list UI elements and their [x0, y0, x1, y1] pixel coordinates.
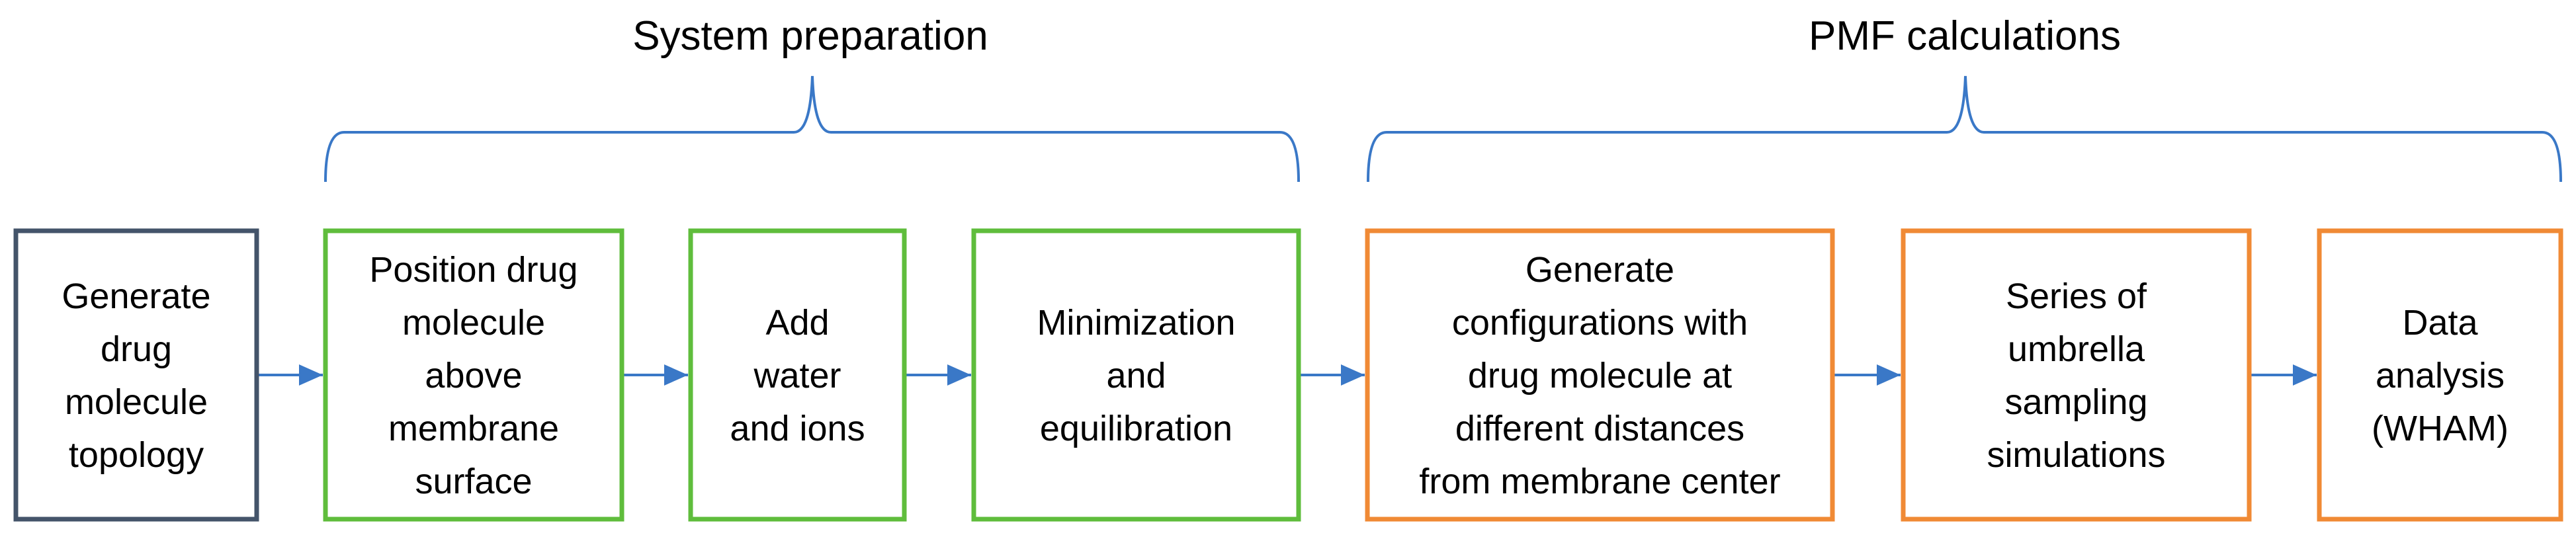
box-minimization-line-1: Minimization	[1037, 303, 1235, 343]
box-data-analysis-line-3: (WHAM)	[2372, 409, 2509, 448]
box-data-analysis-line-1: Data	[2402, 303, 2478, 343]
box-generate-topology-line-3: molecule	[65, 382, 208, 422]
box-generate-configurations-line-3: drug molecule at	[1468, 356, 1732, 395]
box-umbrella-sampling-line-1: Series of	[2006, 276, 2147, 316]
box-minimization-line-2: and	[1106, 356, 1166, 395]
box-umbrella-sampling-line-4: simulations	[1987, 435, 2165, 475]
system-preparation-title: System preparation	[632, 13, 988, 59]
box-generate-configurations-line-2: configurations with	[1452, 303, 1748, 343]
pmf-calculations-brace	[1367, 75, 2562, 183]
box-generate-topology-border	[13, 228, 259, 522]
box-generate-configurations: Generate configurations with drug molecule…	[1365, 228, 1835, 522]
box-umbrella-sampling: Series of umbrella sampling simulations	[1901, 228, 2252, 522]
box-umbrella-sampling-line-2: umbrella	[2008, 329, 2145, 369]
box-minimization: Minimization and equilibration	[971, 228, 1301, 522]
box-umbrella-sampling-line-3: sampling	[2004, 382, 2147, 422]
box-generate-topology-line-2: drug	[101, 329, 172, 369]
box-minimization-border	[971, 228, 1301, 522]
system-preparation-brace	[324, 75, 1300, 183]
box-generate-configurations-line-4: different distances	[1455, 409, 1744, 448]
box-umbrella-sampling-border	[1901, 228, 2252, 522]
box-position-drug-line-1: Position drug	[369, 250, 578, 290]
box-data-analysis: Data analysis (WHAM)	[2317, 228, 2563, 522]
box-generate-configurations-line-5: from membrane center	[1419, 462, 1780, 501]
process-boxes: Generate drug molecule topology Position dru…	[13, 228, 2563, 522]
box-position-drug-line-4: membrane	[388, 409, 559, 448]
box-position-drug-border	[323, 228, 624, 522]
box-add-water-line-3: and ions	[730, 409, 865, 448]
pmf-calculations-title: PMF calculations	[1809, 13, 2121, 59]
box-add-water-border	[688, 228, 907, 522]
box-generate-topology: Generate drug molecule topology	[13, 228, 259, 522]
box-add-water-line-1: Add	[765, 303, 829, 343]
box-data-analysis-border	[2317, 228, 2563, 522]
box-generate-topology-line-4: topology	[69, 435, 204, 475]
box-position-drug: Position drug molecule above membrane surfac…	[323, 228, 624, 522]
box-generate-configurations-line-1: Generate	[1525, 250, 1674, 290]
box-generate-configurations-border	[1365, 228, 1835, 522]
box-add-water-line-2: water	[753, 356, 841, 395]
box-position-drug-line-5: surface	[415, 462, 532, 501]
box-generate-topology-line-1: Generate	[62, 276, 210, 316]
box-position-drug-line-3: above	[425, 356, 522, 395]
box-position-drug-line-2: molecule	[402, 303, 545, 343]
box-add-water: Add water and ions	[688, 228, 907, 522]
box-data-analysis-line-2: analysis	[2376, 356, 2505, 395]
box-minimization-line-3: equilibration	[1040, 409, 1232, 448]
